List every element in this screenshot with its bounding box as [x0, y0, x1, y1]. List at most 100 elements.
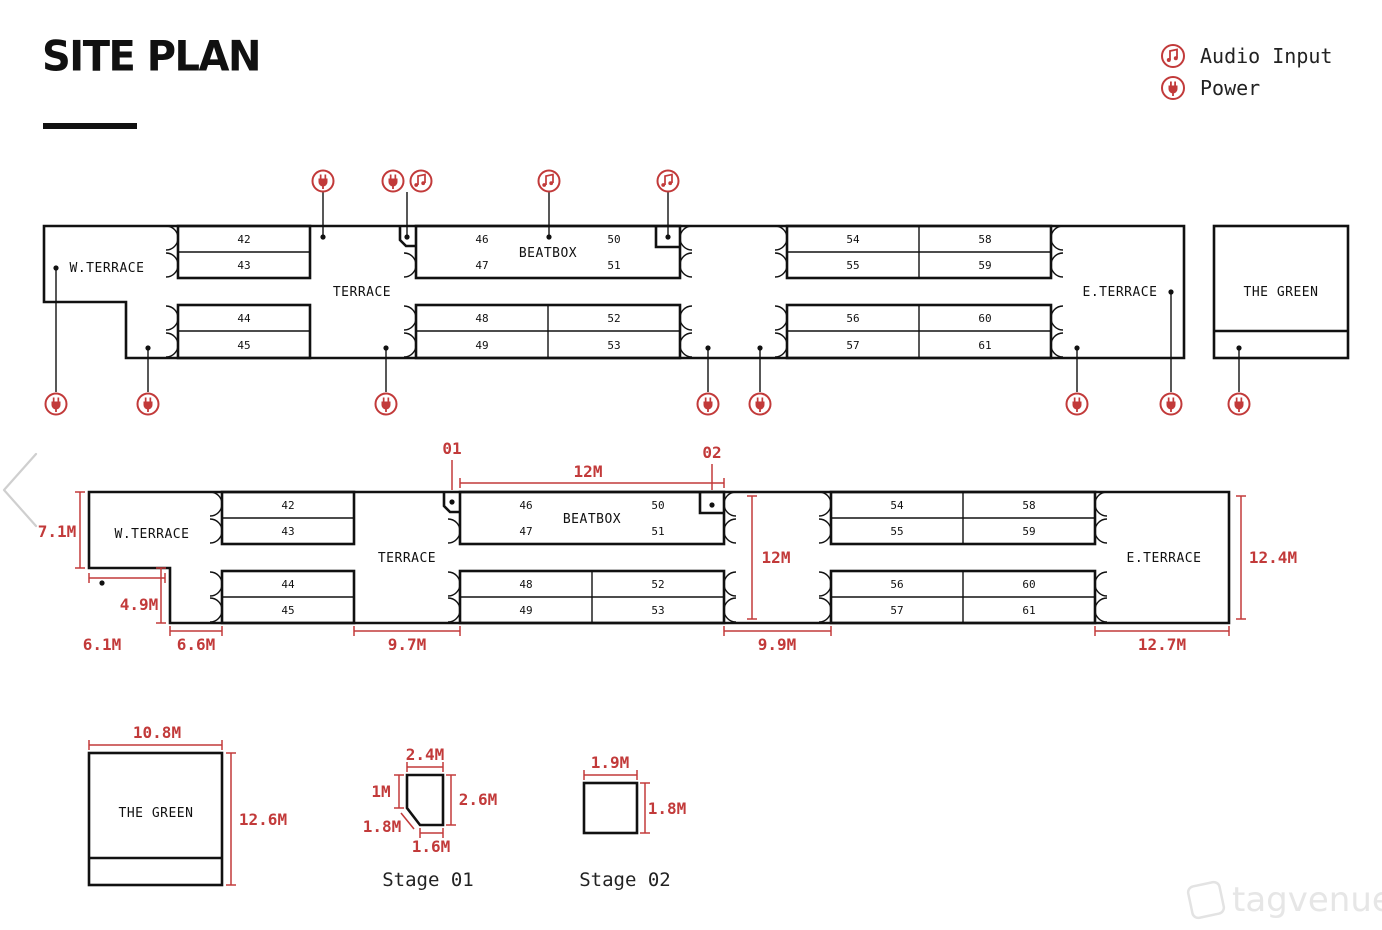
svg-text:46: 46 — [475, 233, 488, 246]
svg-text:1.6M: 1.6M — [412, 837, 451, 856]
svg-text:7.1M: 7.1M — [38, 522, 77, 541]
svg-text:60: 60 — [1022, 578, 1035, 591]
svg-text:47: 47 — [475, 259, 488, 272]
svg-text:10.8M: 10.8M — [133, 723, 181, 742]
stage-02-plan: 1.9M 1.8M Stage 02 — [579, 753, 686, 891]
svg-text:49: 49 — [475, 339, 488, 352]
title-underline — [43, 123, 137, 129]
svg-text:53: 53 — [607, 339, 620, 352]
music-note-icon — [1161, 44, 1185, 68]
svg-text:12.6M: 12.6M — [239, 810, 287, 829]
svg-text:12M: 12M — [574, 462, 603, 481]
svg-text:52: 52 — [607, 312, 620, 325]
svg-text:1.9M: 1.9M — [591, 753, 630, 772]
power-plug-icon — [696, 392, 720, 416]
svg-text:44: 44 — [281, 578, 295, 591]
svg-text:12M: 12M — [762, 548, 791, 567]
svg-text:56: 56 — [846, 312, 859, 325]
legend-audio: Audio Input — [1160, 40, 1332, 72]
svg-text:12.7M: 12.7M — [1138, 635, 1186, 654]
stage-02-caption: Stage 02 — [579, 869, 671, 891]
power-plug-icon — [311, 169, 335, 193]
svg-text:9.7M: 9.7M — [388, 635, 427, 654]
top-green-box — [1212, 224, 1350, 360]
power-plug-icon — [374, 392, 398, 416]
svg-text:4.9M: 4.9M — [120, 595, 159, 614]
svg-text:42: 42 — [281, 499, 294, 512]
svg-text:55: 55 — [846, 259, 859, 272]
legend-audio-label: Audio Input — [1200, 44, 1333, 68]
green-label: THE GREEN — [119, 806, 194, 821]
power-plug-icon — [1065, 392, 1089, 416]
power-plug-icon — [1159, 392, 1183, 416]
svg-text:50: 50 — [607, 233, 620, 246]
stage-01-plan: 2.4M 1M 1.8M 2.6M 1.6M Stage 01 — [363, 745, 498, 891]
top-e-terrace-label: E.TERRACE — [1083, 285, 1158, 300]
svg-text:43: 43 — [237, 259, 250, 272]
music-note-icon — [537, 169, 561, 193]
tagvenue-watermark: tagvenue — [1186, 880, 1382, 920]
svg-text:57: 57 — [890, 604, 903, 617]
power-plug-icon — [44, 392, 68, 416]
legend: Audio Input Power — [1160, 40, 1332, 104]
svg-text:52: 52 — [651, 578, 664, 591]
svg-text:44: 44 — [237, 312, 251, 325]
tagvenue-logo-icon — [1186, 880, 1226, 920]
bottom-connectors — [44, 265, 1251, 416]
power-plug-icon — [1227, 392, 1251, 416]
svg-text:49: 49 — [519, 604, 532, 617]
svg-text:12.4M: 12.4M — [1249, 548, 1297, 567]
page-title: SITE PLAN — [42, 32, 261, 82]
svg-text:54: 54 — [890, 499, 904, 512]
svg-text:58: 58 — [978, 233, 991, 246]
svg-text:6.6M: 6.6M — [177, 635, 216, 654]
svg-text:9.9M: 9.9M — [758, 635, 797, 654]
svg-text:60: 60 — [978, 312, 991, 325]
svg-text:1.8M: 1.8M — [363, 817, 402, 836]
svg-text:51: 51 — [651, 525, 664, 538]
dim-beatbox-label: BEATBOX — [563, 512, 621, 527]
svg-text:46: 46 — [519, 499, 532, 512]
dim-booth-numbers: 42 43 44 45 46 47 48 49 50 51 52 53 54 5… — [281, 499, 1035, 617]
top-connectors — [311, 169, 680, 240]
svg-text:2.4M: 2.4M — [406, 745, 445, 764]
beatbox-block — [414, 224, 682, 280]
power-plug-icon — [136, 392, 160, 416]
svg-text:45: 45 — [237, 339, 250, 352]
svg-text:48: 48 — [475, 312, 488, 325]
svg-text:45: 45 — [281, 604, 294, 617]
stage-02-marker: 02 — [702, 443, 721, 462]
top-plan: W.TERRACE TERRACE BEATBOX E.TERRACE THE … — [42, 169, 1350, 416]
power-plug-icon — [748, 392, 772, 416]
svg-text:55: 55 — [890, 525, 903, 538]
svg-text:58: 58 — [1022, 499, 1035, 512]
svg-text:54: 54 — [846, 233, 860, 246]
svg-text:59: 59 — [1022, 525, 1035, 538]
music-note-icon — [409, 169, 433, 193]
svg-text:2.6M: 2.6M — [459, 790, 498, 809]
svg-text:47: 47 — [519, 525, 532, 538]
svg-text:48: 48 — [519, 578, 532, 591]
power-plug-icon — [1161, 76, 1185, 100]
dim-terrace-label: TERRACE — [378, 551, 436, 566]
dimension-plan: W.TERRACE TERRACE BEATBOX E.TERRACE 42 4… — [38, 439, 1297, 654]
svg-text:53: 53 — [651, 604, 664, 617]
dimension-lines: 12M 7.1M 6.1M 4.9M 6.6M 9.7M 9.9M 12M 12… — [38, 462, 1297, 654]
svg-text:6.1M: 6.1M — [83, 635, 122, 654]
stage-01-marker: 01 — [442, 439, 461, 458]
dim-w-terrace-label: W.TERRACE — [115, 527, 190, 542]
svg-text:1M: 1M — [371, 782, 390, 801]
top-terrace-label: TERRACE — [333, 285, 391, 300]
svg-text:1.8M: 1.8M — [648, 799, 687, 818]
legend-power-label: Power — [1200, 76, 1261, 100]
chevron-left-icon[interactable] — [2, 452, 38, 528]
power-plug-icon — [381, 169, 405, 193]
green-plan: THE GREEN 10.8M 12.6M — [87, 723, 287, 887]
svg-text:51: 51 — [607, 259, 620, 272]
svg-text:43: 43 — [281, 525, 294, 538]
stage-01-caption: Stage 01 — [382, 869, 474, 891]
top-w-terrace-label: W.TERRACE — [70, 261, 145, 276]
top-outline — [42, 224, 1186, 360]
top-beatbox-label: BEATBOX — [519, 246, 577, 261]
